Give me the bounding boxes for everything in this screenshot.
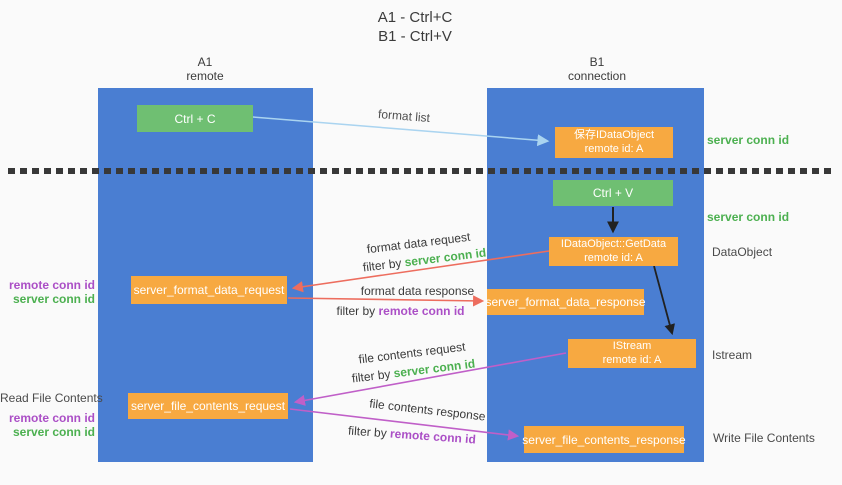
node-ctrl-c: Ctrl + C	[137, 105, 253, 132]
label-remote-conn-id-left-1: remote conn id	[8, 278, 95, 292]
column-b-role: connection	[567, 69, 627, 83]
label-remote-conn-id-inline-1: remote conn id	[378, 304, 465, 318]
node-istream-line1: IStream	[612, 340, 652, 352]
label-file-contents-response: file contents response	[368, 396, 487, 424]
column-a-name: A1	[197, 55, 213, 69]
node-save-idataobject-line1: 保存IDataObject	[573, 129, 655, 141]
node-ctrl-v: Ctrl + V	[553, 180, 673, 206]
column-b-header: B1 connection	[537, 55, 657, 83]
column-a-role: remote	[186, 69, 224, 83]
node-istream-line2: remote id: A	[602, 353, 662, 366]
node-save-idataobject: 保存IDataObject remote id: A	[555, 127, 673, 158]
label-filter-by-text-1: filter by	[362, 255, 406, 275]
label-server-conn-id-left-2: server conn id	[12, 425, 95, 439]
node-save-idataobject-line2: remote id: A	[584, 142, 644, 155]
title-line-2: B1 - Ctrl+V	[378, 28, 452, 45]
node-server-file-contents-response-label: server_file_contents_response	[522, 432, 686, 447]
diagram-title: A1 - Ctrl+C B1 - Ctrl+V	[290, 8, 540, 46]
node-server-format-data-response-label: server_format_data_response	[485, 295, 646, 309]
label-remote-conn-id-left-2: remote conn id	[8, 411, 95, 425]
node-server-format-data-response: server_format_data_response	[485, 289, 646, 315]
label-conn-ids-left-bottom: remote conn id server conn id	[0, 411, 95, 439]
label-remote-conn-id-inline-2: remote conn id	[389, 426, 477, 447]
node-istream: IStream remote id: A	[568, 339, 696, 368]
label-server-conn-id-right-2: server conn id	[707, 210, 790, 224]
label-format-list: format list	[377, 106, 431, 126]
label-conn-ids-left-top: remote conn id server conn id	[0, 278, 95, 306]
node-idataobject-getdata-line1: IDataObject::GetData	[560, 238, 667, 250]
node-ctrl-v-label: Ctrl + V	[592, 186, 634, 200]
arrow-format-data-response	[287, 295, 485, 307]
label-filter-by-remote-conn-id-1: filter by remote conn id	[328, 304, 473, 318]
node-server-format-data-request-label: server_format_data_request	[133, 283, 285, 297]
node-idataobject-getdata-line2: remote id: A	[584, 251, 643, 264]
node-server-file-contents-request: server_file_contents_request	[128, 393, 288, 419]
label-filter-by-text-2: filter by	[336, 304, 379, 318]
label-server-conn-id-left-1: server conn id	[12, 292, 95, 306]
node-ctrl-c-label: Ctrl + C	[174, 111, 216, 126]
column-b-name: B1	[589, 55, 605, 69]
label-istream: Istream	[712, 348, 753, 362]
label-read-file-contents: Read File Contents	[0, 391, 103, 405]
label-server-conn-id-right-1: server conn id	[707, 133, 790, 147]
label-format-data-response: format data response	[360, 284, 475, 298]
session-divider-dashed-line	[8, 168, 835, 174]
node-idataobject-getdata: IDataObject::GetData remote id: A	[549, 237, 678, 266]
label-filter-by-text-4: filter by	[347, 423, 391, 441]
node-server-file-contents-request-label: server_file_contents_request	[130, 399, 286, 413]
column-a-header: A1 remote	[145, 55, 265, 83]
label-dataobject: DataObject	[712, 245, 773, 259]
node-server-file-contents-response: server_file_contents_response	[522, 426, 686, 453]
label-write-file-contents: Write File Contents	[713, 431, 815, 445]
node-server-format-data-request: server_format_data_request	[131, 276, 287, 304]
label-filter-by-remote-conn-id-2: filter by remote conn id	[342, 423, 483, 447]
title-line-1: A1 - Ctrl+C	[377, 9, 453, 26]
label-filter-by-text-3: filter by	[351, 366, 395, 386]
